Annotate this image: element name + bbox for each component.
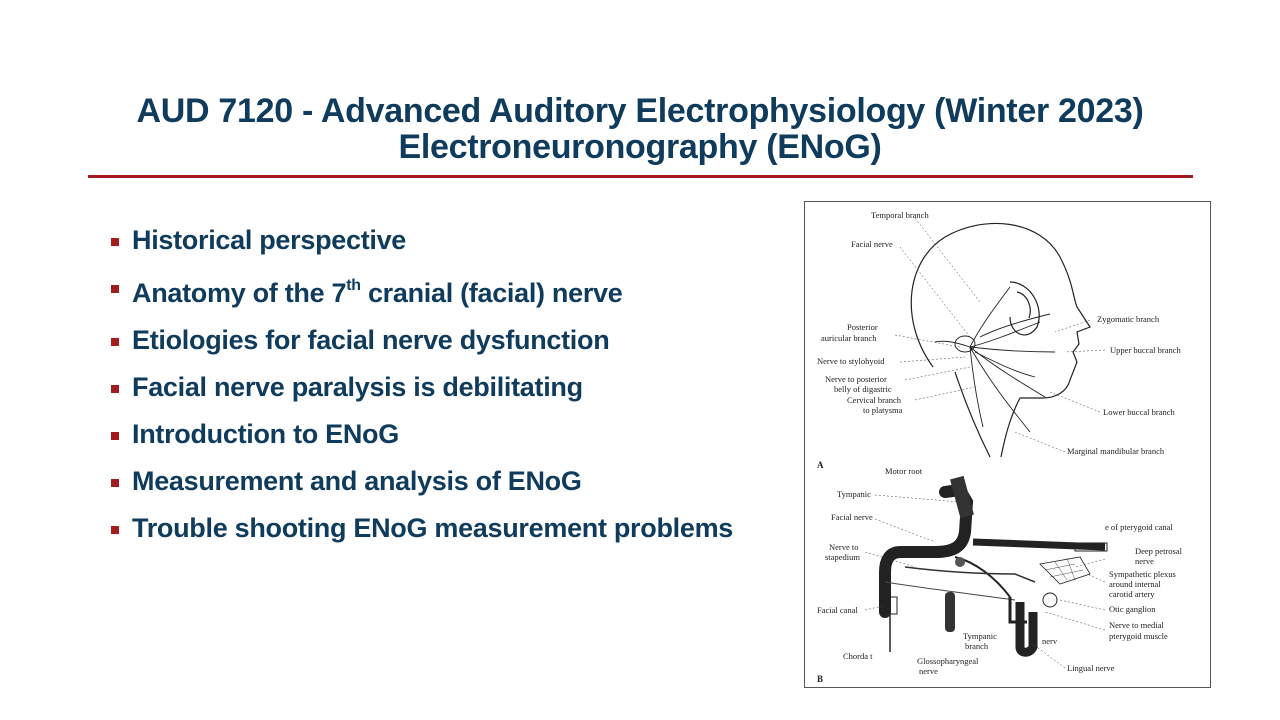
bullet-item-measurement: Measurement and analysis of ENoG	[108, 465, 768, 498]
bullet-item-paralysis: Facial nerve paralysis is debilitating	[108, 371, 768, 404]
label-chorda-tympani: Chorda t	[843, 651, 873, 661]
label-upper-buccal-branch: Upper buccal branch	[1110, 345, 1182, 355]
panel-b-leader-lines	[864, 494, 1106, 669]
label-carotid-artery: carotid artery	[1109, 589, 1155, 599]
label-zygomatic-branch: Zygomatic branch	[1097, 314, 1160, 324]
bullet-list: Historical perspective Anatomy of the 7t…	[108, 224, 768, 559]
title-divider	[88, 175, 1193, 178]
slide-title-line2: Electroneuronography (ENoG)	[398, 128, 882, 166]
bullet-superscript: th	[346, 277, 361, 294]
label-belly-of-digastric: belly of digastric	[834, 384, 892, 394]
label-lingual-nerve: Lingual nerve	[1067, 663, 1115, 673]
bullet-text: Facial nerve paralysis is debilitating	[132, 372, 583, 402]
label-around-internal: around internal	[1109, 579, 1161, 589]
panel-b-marker: B	[817, 674, 823, 684]
square-bullet-icon	[111, 479, 119, 487]
facial-nerve-diagram: Temporal branch Facial nerve Posterior a…	[817, 210, 1183, 684]
facial-nerve-branches	[934, 286, 1056, 433]
label-deep-petrosal: Deep petrosal	[1135, 546, 1183, 556]
label-nerve-to: Nerve to	[829, 542, 859, 552]
square-bullet-icon	[111, 285, 119, 293]
square-bullet-icon	[111, 526, 119, 534]
label-facial-canal: Facial canal	[817, 605, 858, 615]
bullet-item-historical: Historical perspective	[108, 224, 768, 257]
label-motor-root: Motor root	[885, 466, 923, 476]
bullet-item-introduction: Introduction to ENoG	[108, 418, 768, 451]
square-bullet-icon	[111, 385, 119, 393]
label-glossopharyngeal-nerve: nerve	[919, 666, 938, 676]
label-cervical-branch: Cervical branch	[847, 395, 902, 405]
bullet-text: Trouble shooting ENoG measurement proble…	[132, 513, 733, 543]
bullet-text: Measurement and analysis of ENoG	[132, 466, 582, 496]
bullet-item-etiologies: Etiologies for facial nerve dysfunction	[108, 324, 768, 357]
facial-nerve-anatomy-figure: Temporal branch Facial nerve Posterior a…	[804, 201, 1211, 688]
square-bullet-icon	[111, 432, 119, 440]
label-tympanic-branch: Tympanic	[963, 631, 997, 641]
slide-title: AUD 7120 - Advanced Auditory Electrophys…	[40, 93, 1240, 165]
bullet-item-troubleshooting: Trouble shooting ENoG measurement proble…	[108, 512, 768, 545]
facial-canal-diagram	[879, 475, 1108, 657]
label-otic-ganglion: Otic ganglion	[1109, 604, 1156, 614]
label-to-platysma: to platysma	[863, 405, 903, 415]
bullet-text: Introduction to ENoG	[132, 419, 399, 449]
square-bullet-icon	[111, 238, 119, 246]
head-outline	[910, 222, 1091, 458]
label-stapedium: stapedium	[825, 552, 860, 562]
panel-a-leader-lines	[894, 217, 1106, 453]
label-temporal-branch: Temporal branch	[871, 210, 929, 220]
label-branch: branch	[965, 641, 989, 651]
label-sympathetic-plexus: Sympathetic plexus	[1109, 569, 1176, 579]
label-nerv: nerv	[1042, 636, 1058, 646]
bullet-text-after: cranial (facial) nerve	[360, 278, 623, 308]
bullet-text-before: Anatomy of the 7	[132, 278, 347, 308]
label-marginal-mandibular-branch: Marginal mandibular branch	[1067, 446, 1165, 456]
label-glossopharyngeal: Glossopharyngeal	[917, 656, 979, 666]
label-nerve-to-medial: Nerve to medial	[1109, 620, 1164, 630]
label-petrosal-nerve: nerve	[1135, 556, 1154, 566]
label-auricular-branch: auricular branch	[821, 333, 877, 343]
bullet-text: Historical perspective	[132, 225, 407, 255]
bullet-text: Etiologies for facial nerve dysfunction	[132, 325, 610, 355]
label-posterior: Posterior	[847, 322, 878, 332]
label-pterygoid-canal: e of pterygoid canal	[1105, 522, 1173, 532]
label-facial-nerve-b: Facial nerve	[831, 512, 873, 522]
label-facial-nerve: Facial nerve	[851, 239, 893, 249]
bullet-item-anatomy: Anatomy of the 7th cranial (facial) nerv…	[108, 271, 768, 310]
label-lower-buccal-branch: Lower buccal branch	[1103, 407, 1175, 417]
label-tympanic: Tympanic	[837, 489, 871, 499]
slide-title-line1: AUD 7120 - Advanced Auditory Electrophys…	[136, 92, 1144, 130]
label-nerve-to-stylohyoid: Nerve to stylohyoid	[817, 356, 885, 366]
square-bullet-icon	[111, 338, 119, 346]
label-nerve-to-posterior: Nerve to posterior	[825, 374, 887, 384]
panel-a-marker: A	[817, 460, 824, 470]
label-pterygoid-muscle: pterygoid muscle	[1109, 631, 1168, 641]
